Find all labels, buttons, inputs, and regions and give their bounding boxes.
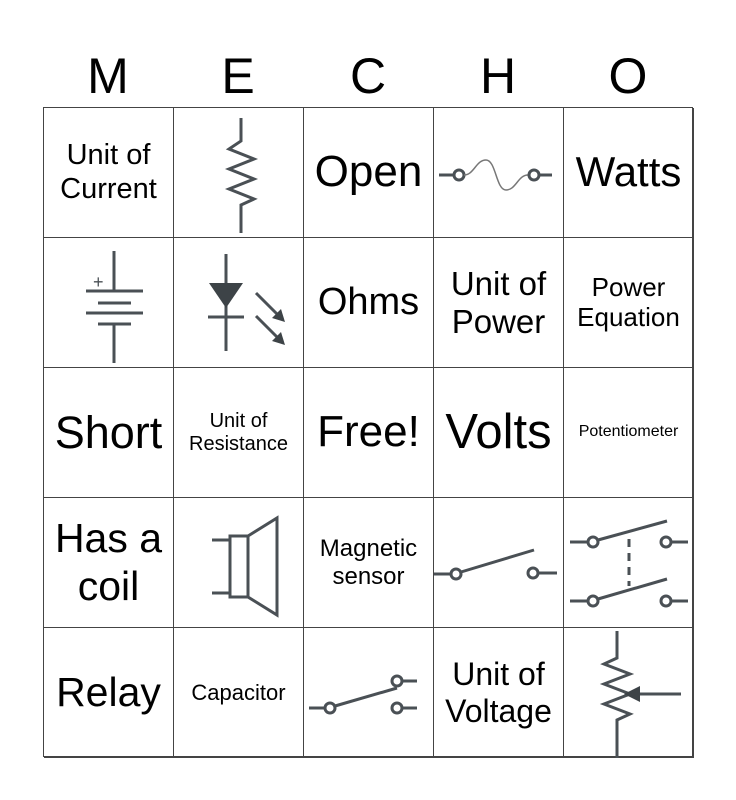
spdt-switch-icon: [309, 674, 417, 715]
header-letter-m: M: [87, 48, 129, 104]
header-letter-o: O: [608, 48, 648, 104]
cell-spdt-switch[interactable]: [304, 628, 434, 758]
header-letter-c: C: [349, 48, 387, 104]
header-letter-h: H: [479, 48, 517, 104]
cell-magnetic-sensor[interactable]: Magnetic sensor: [304, 498, 434, 628]
cell-fuse[interactable]: [434, 108, 564, 238]
cell-led[interactable]: [174, 238, 304, 368]
cell-short[interactable]: Short: [44, 368, 174, 498]
cell-battery[interactable]: +: [44, 238, 174, 368]
cell-potentiometer[interactable]: Potentiometer: [564, 368, 694, 498]
cell-switch[interactable]: [434, 498, 564, 628]
cell-has-a-coil[interactable]: Has a coil: [44, 498, 174, 628]
switch-icon: [434, 548, 557, 581]
cell-unit-of-power[interactable]: Unit of Power: [434, 238, 564, 368]
cell-capacitor[interactable]: Capacitor: [174, 628, 304, 758]
speaker-icon: [212, 515, 279, 618]
cell-relay[interactable]: Relay: [44, 628, 174, 758]
cell-free[interactable]: Free!: [304, 368, 434, 498]
cell-potentiometer-symbol[interactable]: [564, 628, 694, 758]
cell-unit-of-voltage[interactable]: Unit of Voltage: [434, 628, 564, 758]
cell-unit-of-resistance[interactable]: Unit of Resistance: [174, 368, 304, 498]
resistor-icon: [224, 118, 259, 233]
cell-unit-of-current[interactable]: Unit of Current: [44, 108, 174, 238]
cell-volts[interactable]: Volts: [434, 368, 564, 498]
cell-watts[interactable]: Watts: [564, 108, 694, 238]
cell-ohms[interactable]: Ohms: [304, 238, 434, 368]
potentiometer-icon: [599, 631, 681, 758]
led-icon: [208, 254, 285, 351]
cell-power-equation[interactable]: Power Equation: [564, 238, 694, 368]
fuse-icon: [439, 159, 552, 191]
header-letter-e: E: [221, 48, 255, 104]
plus-sign: +: [93, 272, 104, 292]
bingo-grid: Unit of Current Open Watts +: [43, 107, 694, 758]
cell-open[interactable]: Open: [304, 108, 434, 238]
cell-dpst-switch[interactable]: [564, 498, 694, 628]
cell-resistor[interactable]: [174, 108, 304, 238]
dpst-switch-icon: [570, 519, 688, 608]
cell-speaker[interactable]: [174, 498, 304, 628]
battery-icon: +: [86, 251, 143, 363]
